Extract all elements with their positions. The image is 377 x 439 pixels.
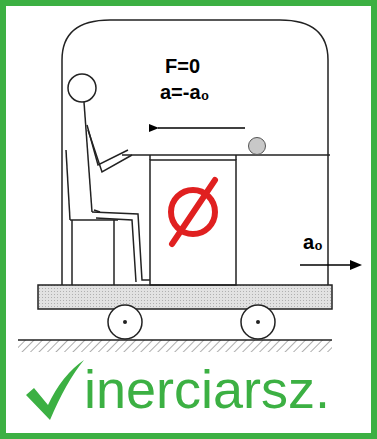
acceleration-label: a₀ [303, 232, 323, 252]
ball [249, 138, 266, 155]
null-symbol [171, 180, 215, 244]
frame-type-label: inerciarsz. [84, 362, 330, 416]
person [68, 74, 150, 282]
force-label: F=0 [165, 56, 200, 76]
ball-arrow [158, 127, 245, 129]
table [122, 155, 330, 285]
acceleration-label: a=-a₀ [160, 82, 210, 102]
chair [66, 150, 118, 285]
wheel [108, 305, 142, 339]
cabin [62, 20, 328, 285]
check-mark [26, 360, 84, 420]
wheel [241, 305, 275, 339]
cart-platform [38, 285, 332, 309]
ground [18, 340, 332, 352]
frame [3, 3, 374, 436]
cart-arrow [300, 264, 352, 266]
